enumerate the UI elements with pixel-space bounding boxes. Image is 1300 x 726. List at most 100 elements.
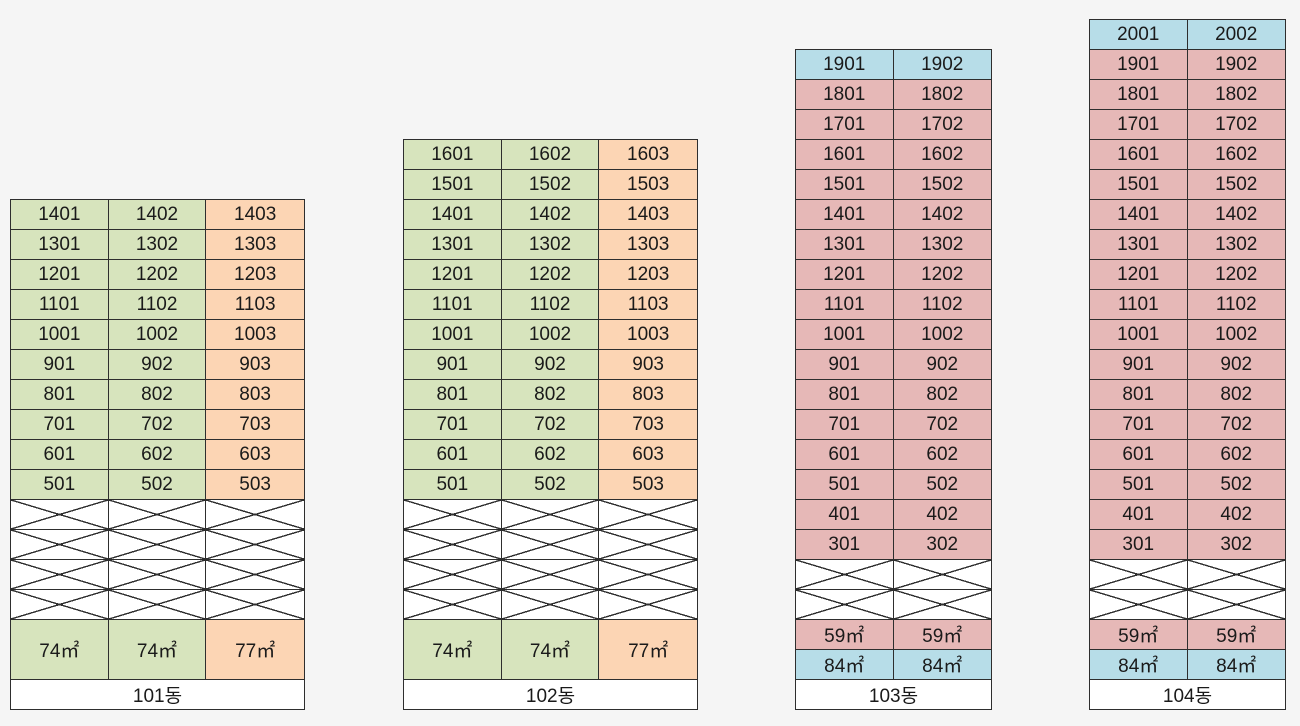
unit-cell: 1202 xyxy=(1187,260,1285,290)
unit-cell: 1202 xyxy=(108,260,207,290)
unit-cell: 701 xyxy=(11,410,109,440)
empty-floor-cell xyxy=(11,590,109,620)
unit-size-cell: 84㎡ xyxy=(796,650,894,680)
empty-floor-cell xyxy=(893,560,991,590)
unit-size-cell: 84㎡ xyxy=(893,650,991,680)
unit-cell: 1201 xyxy=(404,260,502,290)
unit-cell: 1201 xyxy=(796,260,894,290)
unit-cell: 1402 xyxy=(501,200,600,230)
unit-cell: 702 xyxy=(1187,410,1285,440)
unit-cell: 1603 xyxy=(599,140,697,170)
unit-cell: 1802 xyxy=(893,80,991,110)
unit-cell: 1302 xyxy=(501,230,600,260)
unit-cell: 602 xyxy=(1187,440,1285,470)
unit-cell: 902 xyxy=(108,350,207,380)
unit-cell: 901 xyxy=(11,350,109,380)
unit-cell: 1002 xyxy=(1187,320,1285,350)
unit-cell: 1602 xyxy=(893,140,991,170)
unit-cell: 1001 xyxy=(1090,320,1188,350)
empty-floor-cell xyxy=(599,560,697,590)
unit-cell: 301 xyxy=(1090,530,1188,560)
unit-cell: 1401 xyxy=(1090,200,1188,230)
unit-cell: 1201 xyxy=(1090,260,1188,290)
unit-cell: 1301 xyxy=(796,230,894,260)
unit-cell: 501 xyxy=(796,470,894,500)
unit-cell: 1902 xyxy=(1187,50,1285,80)
unit-cell: 901 xyxy=(796,350,894,380)
unit-cell: 1701 xyxy=(1090,110,1188,140)
unit-cell: 1101 xyxy=(1090,290,1188,320)
empty-floor-cell xyxy=(404,590,502,620)
unit-cell: 701 xyxy=(404,410,502,440)
unit-cell: 701 xyxy=(1090,410,1188,440)
unit-cell: 1101 xyxy=(11,290,109,320)
unit-cell: 1402 xyxy=(1187,200,1285,230)
unit-cell: 1602 xyxy=(501,140,600,170)
unit-cell: 1303 xyxy=(599,230,697,260)
unit-cell: 502 xyxy=(108,470,207,500)
unit-cell: 502 xyxy=(1187,470,1285,500)
unit-cell: 802 xyxy=(501,380,600,410)
unit-cell: 1103 xyxy=(206,290,304,320)
unit-cell: 503 xyxy=(599,470,697,500)
unit-cell: 1701 xyxy=(796,110,894,140)
unit-cell: 1302 xyxy=(108,230,207,260)
unit-cell: 601 xyxy=(404,440,502,470)
unit-cell: 1001 xyxy=(404,320,502,350)
unit-size-cell: 77㎡ xyxy=(206,620,304,680)
empty-floor-cell xyxy=(796,590,894,620)
unit-cell: 1001 xyxy=(796,320,894,350)
unit-cell: 802 xyxy=(1187,380,1285,410)
unit-cell: 903 xyxy=(206,350,304,380)
unit-cell: 1002 xyxy=(893,320,991,350)
unit-cell: 1101 xyxy=(404,290,502,320)
unit-size-cell: 74㎡ xyxy=(501,620,600,680)
unit-size-cell: 74㎡ xyxy=(108,620,207,680)
unit-cell: 1003 xyxy=(599,320,697,350)
empty-floor-cell xyxy=(501,560,600,590)
unit-cell: 501 xyxy=(11,470,109,500)
unit-cell: 703 xyxy=(599,410,697,440)
empty-floor-cell xyxy=(108,590,207,620)
unit-cell: 1702 xyxy=(1187,110,1285,140)
unit-cell: 1201 xyxy=(11,260,109,290)
unit-cell: 801 xyxy=(1090,380,1188,410)
unit-cell: 702 xyxy=(108,410,207,440)
unit-cell: 301 xyxy=(796,530,894,560)
unit-cell: 1702 xyxy=(893,110,991,140)
unit-cell: 1601 xyxy=(796,140,894,170)
unit-cell: 1203 xyxy=(206,260,304,290)
unit-cell: 1402 xyxy=(108,200,207,230)
unit-cell: 601 xyxy=(796,440,894,470)
unit-cell: 302 xyxy=(893,530,991,560)
unit-cell: 602 xyxy=(501,440,600,470)
empty-floor-cell xyxy=(599,590,697,620)
unit-cell: 501 xyxy=(404,470,502,500)
unit-cell: 1501 xyxy=(796,170,894,200)
unit-size-cell: 84㎡ xyxy=(1090,650,1188,680)
unit-cell: 903 xyxy=(599,350,697,380)
unit-cell: 1102 xyxy=(108,290,207,320)
building-label: 104동 xyxy=(1090,680,1285,709)
unit-cell: 902 xyxy=(1187,350,1285,380)
unit-cell: 603 xyxy=(599,440,697,470)
unit-size-cell: 59㎡ xyxy=(1090,620,1188,650)
unit-cell: 1002 xyxy=(501,320,600,350)
unit-cell: 1502 xyxy=(1187,170,1285,200)
unit-cell: 801 xyxy=(404,380,502,410)
unit-size-cell: 59㎡ xyxy=(893,620,991,650)
unit-cell: 2002 xyxy=(1187,20,1285,50)
unit-size-cell: 77㎡ xyxy=(599,620,697,680)
unit-cell: 1102 xyxy=(893,290,991,320)
unit-cell: 2001 xyxy=(1090,20,1188,50)
unit-cell: 1901 xyxy=(796,50,894,80)
unit-cell: 1303 xyxy=(206,230,304,260)
unit-cell: 601 xyxy=(11,440,109,470)
unit-cell: 1601 xyxy=(1090,140,1188,170)
unit-cell: 1202 xyxy=(501,260,600,290)
unit-cell: 902 xyxy=(893,350,991,380)
empty-floor-cell xyxy=(796,560,894,590)
empty-floor-cell xyxy=(206,530,304,560)
